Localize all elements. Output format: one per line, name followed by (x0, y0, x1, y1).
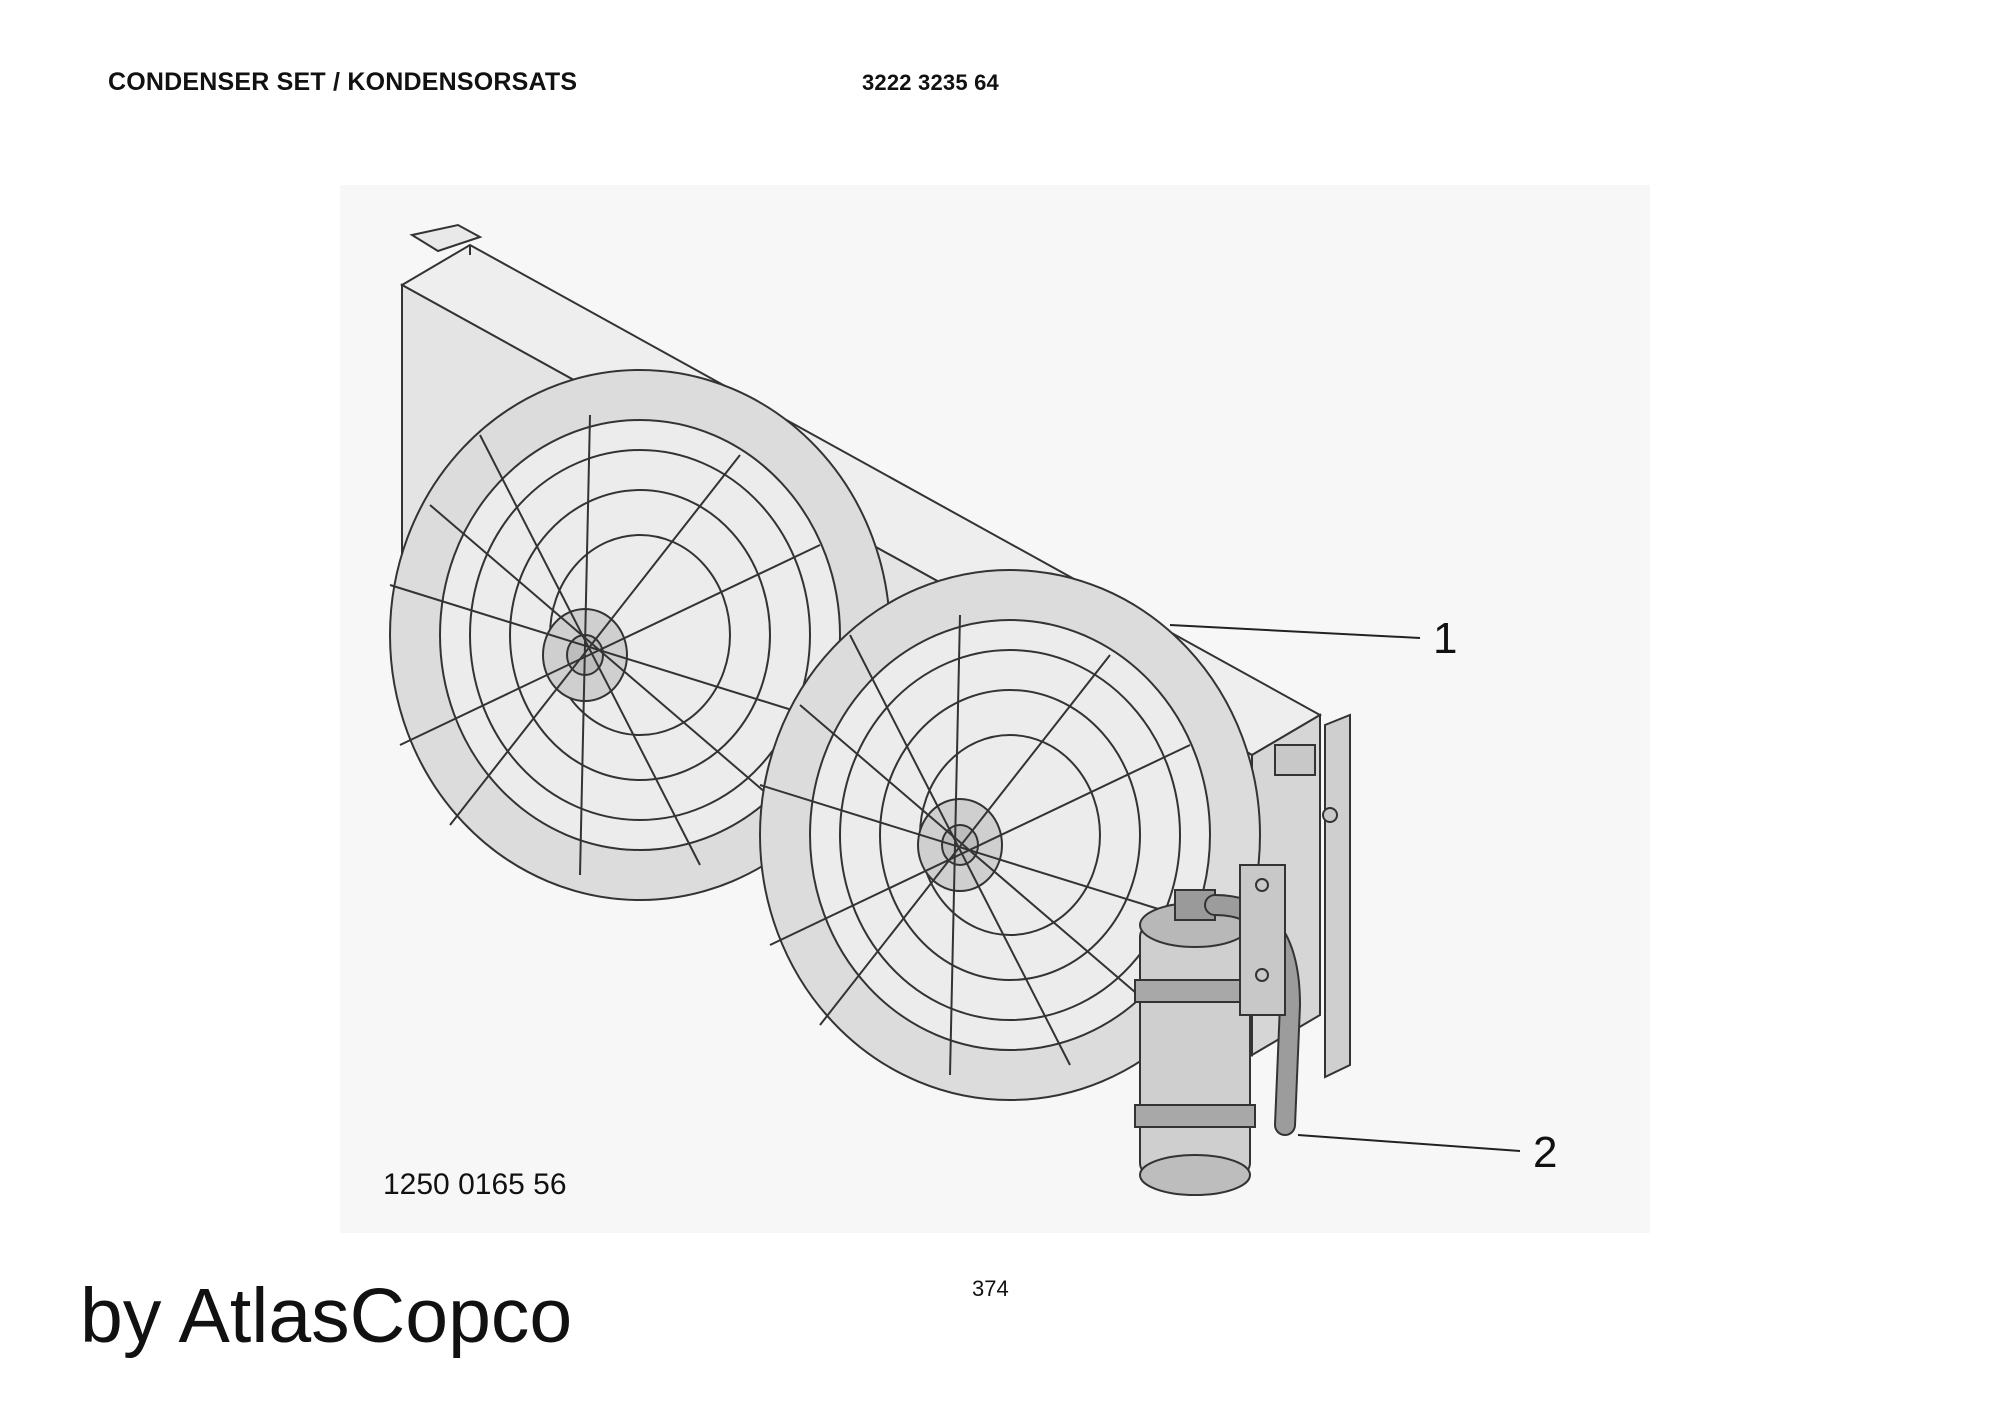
receiver-drier (1134, 889, 1302, 1196)
document-title: CONDENSER SET / KONDENSORSATS (108, 68, 578, 96)
fan-left (389, 369, 891, 901)
part-number: 3222 3235 64 (862, 70, 999, 95)
fan-right (759, 569, 1261, 1101)
page-number: 374 (972, 1276, 1009, 1301)
callout-1: 1 (1433, 614, 1457, 663)
callout-2: 2 (1533, 1128, 1557, 1177)
condenser-set-illustration: 1 2 (340, 185, 1650, 1233)
leader-lines (1169, 624, 1521, 1152)
mounting-bracket (1239, 744, 1338, 1016)
brand-watermark: by AtlasCopco (80, 1273, 573, 1359)
figure-number: 1250 0165 56 (383, 1168, 567, 1201)
